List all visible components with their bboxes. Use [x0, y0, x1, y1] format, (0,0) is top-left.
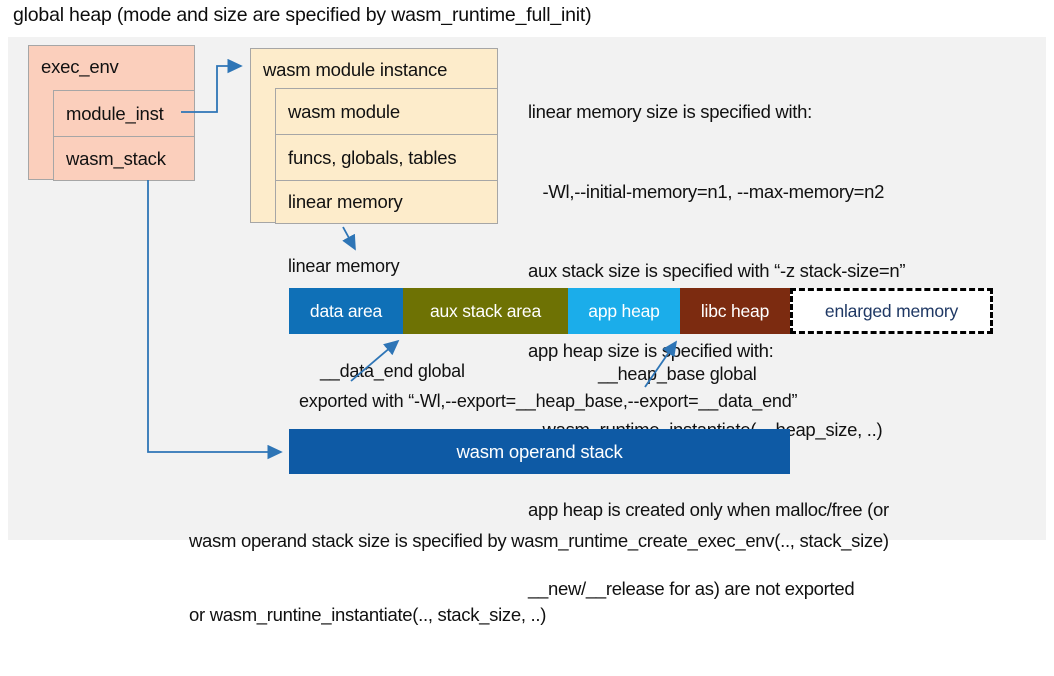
- wasm-module-instance-title: wasm module instance: [263, 59, 448, 80]
- exec-env-box: exec_env module_inst wasm_stack: [28, 45, 195, 181]
- note-line: or wasm_runtine_instantiate(.., stack_si…: [189, 603, 547, 625]
- linear-memory-row: linear memory: [275, 180, 498, 224]
- data-end-global-label: __data_end global: [320, 361, 465, 381]
- module-inst-row: module_inst: [53, 90, 195, 137]
- diagram-title: global heap (mode and size are specified…: [13, 4, 592, 26]
- wasm-module-row: wasm module: [275, 88, 498, 135]
- exec-env-title: exec_env: [41, 56, 119, 77]
- linear-memory-label: linear memory: [288, 256, 400, 276]
- wasm-operand-stack-bar: wasm operand stack: [289, 429, 790, 474]
- libc-heap-segment: libc heap: [680, 288, 790, 334]
- operand-stack-notes: wasm operand stack size is specified by …: [189, 480, 1029, 676]
- aux-stack-area-segment: aux stack area: [403, 288, 568, 334]
- note-line: -Wl,--initial-memory=n1, --max-memory=n2: [528, 180, 885, 202]
- note-line: wasm operand stack size is specified by …: [189, 530, 889, 551]
- note-line: aux stack size is specified with “-z sta…: [528, 260, 906, 281]
- app-heap-segment: app heap: [568, 288, 680, 334]
- linear-memory-bar: data area aux stack area app heap libc h…: [289, 288, 993, 334]
- data-area-segment: data area: [289, 288, 403, 334]
- note-line: app heap size is specified with:: [528, 339, 774, 361]
- heap-base-global-label: __heap_base global: [598, 364, 757, 384]
- wasm-stack-row: wasm_stack: [53, 136, 195, 181]
- enlarged-memory-segment: enlarged memory: [790, 288, 993, 334]
- export-flags-label: exported with “-Wl,--export=__heap_base,…: [299, 391, 798, 411]
- funcs-globals-tables-row: funcs, globals, tables: [275, 134, 498, 181]
- note-line: app heap is created only when malloc/fre…: [528, 498, 889, 520]
- wasm-module-instance-box: wasm module instance wasm module funcs, …: [250, 48, 498, 224]
- memory-model-diagram: global heap (mode and size are specified…: [8, 4, 1046, 625]
- note-line: linear memory size is specified with:: [528, 101, 812, 122]
